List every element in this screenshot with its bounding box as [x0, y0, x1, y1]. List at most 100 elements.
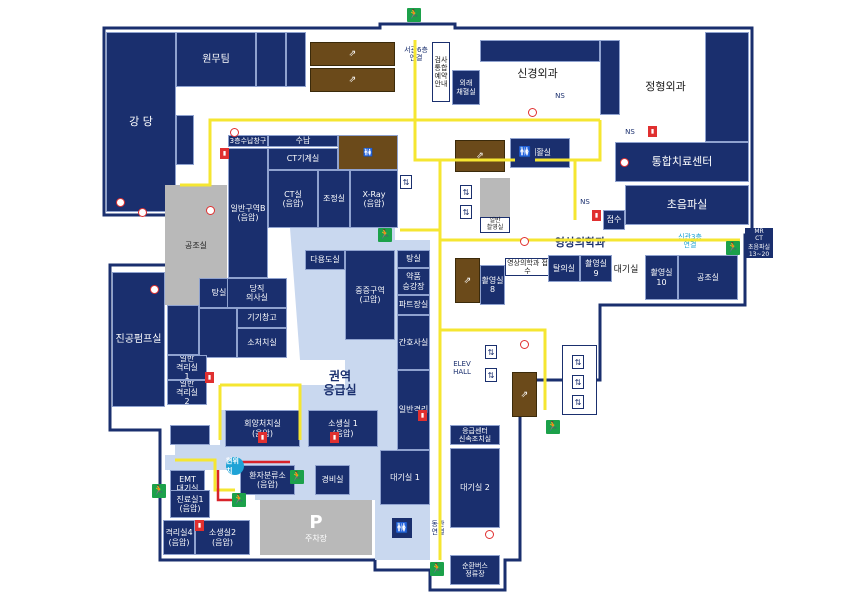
exit-icon: 🏃 [430, 562, 444, 576]
parking-label: 주차장 [304, 533, 328, 543]
exit-arrow-right: MR CT 초음파실 13~20 [745, 228, 773, 258]
fire-alarm-icon [138, 208, 147, 217]
escalator-icon: ⇗ [348, 49, 357, 59]
xray-room-8: 촬영실 8 [480, 265, 505, 305]
lab-counters: 검사 통합 예약 안내 [432, 42, 450, 102]
stairs-right-mid: ⇗ [455, 258, 480, 303]
fire-alarm-icon [116, 198, 125, 207]
exit-icon: 🏃 [407, 8, 421, 22]
fire-alarm-icon [230, 128, 239, 137]
doctor-room: 당직 의사실 [227, 278, 287, 308]
disinfect-room: 소처치실 [237, 328, 287, 358]
elevator-icon: ⇅ [460, 205, 472, 219]
waiting-room-1: 대기실 1 [380, 450, 430, 505]
neurosurgery: 신경외과 [480, 62, 595, 87]
integrated-care-center: 통합치료센터 [615, 142, 749, 182]
emergency-room-label: 권역 응급실 [323, 369, 357, 397]
elevator-hall-label: ELEV HALL [453, 360, 471, 377]
severe-zone: 중증구역 (고압) [345, 250, 395, 340]
restroom-block: 🚻 [338, 135, 398, 170]
fire-alarm-icon [620, 158, 629, 167]
orthopedics: 정형외과 [628, 70, 703, 105]
fire-extinguisher-icon: ▮ [195, 520, 204, 531]
fire-alarm-icon [485, 530, 494, 539]
part-leader-room: 파트장실 [397, 295, 430, 315]
radiology-label: 영상의학과 [554, 236, 606, 249]
fire-alarm-icon [150, 285, 159, 294]
elevator-icon: ⇅ [485, 345, 497, 359]
fire-alarm-icon [206, 206, 215, 215]
exit-icon: 🏃 [546, 420, 560, 434]
lab-2-label: 통합 [434, 63, 448, 72]
ct-room: CT실 (음압) [268, 170, 318, 228]
fire-extinguisher-icon: ▮ [592, 210, 601, 221]
exit-icon: 🏃 [726, 241, 740, 255]
ct-counter: CT기계실 [268, 148, 338, 170]
ns-label-2: NS [555, 92, 565, 100]
neuro-side [600, 40, 620, 115]
isolation-room-1: 일반 격리실 1 [167, 355, 207, 380]
fire-alarm-icon [528, 108, 537, 117]
lecture-hall: 강 당 [106, 32, 176, 212]
ortho-side [705, 32, 749, 142]
waiting-room-right: 대기실 [612, 260, 640, 280]
multi-purpose-room: 다용도실 [305, 250, 345, 270]
fire-extinguisher-icon: ▮ [205, 372, 214, 383]
info-label: 안내 [434, 80, 448, 89]
resus-room-2: 소생실2 (음압) [195, 520, 250, 555]
radiology-consult: 영상의학과 접수 [505, 258, 550, 276]
triage-room: 환자분류소 (음압) [240, 465, 295, 495]
elevator-icon: ⇅ [572, 395, 584, 409]
shuttle-label: 초음파실 13~20 [747, 244, 771, 258]
current-location-badge: 현위치 [226, 457, 244, 475]
resus-room-1: 소생실 1 (음압) [308, 410, 378, 447]
guard-room: 경비실 [315, 465, 350, 495]
ns-label-1: NS [625, 128, 635, 136]
lab-3-label: 예약 [434, 72, 448, 80]
tan-room-2: 탕실 [397, 250, 430, 268]
hvac-room-right: 공조실 [678, 255, 738, 300]
exit-icon: 🏃 [232, 493, 246, 507]
shuttle-bus-stop: 순환버스 정류장 [450, 555, 500, 585]
equipment-room: 기기창고 [237, 308, 287, 328]
er-rapid-room: 응급센터 신속조치실 [450, 425, 500, 445]
exit-icon: 🏃 [378, 228, 392, 242]
stairs-right-top: ⇗ [455, 140, 505, 172]
small-room-a [170, 425, 210, 445]
fire-extinguisher-icon: ▮ [258, 432, 267, 443]
xray-room-9: 촬영실 9 [580, 255, 612, 282]
elevator-icon: ⇅ [460, 185, 472, 199]
lab-label: 검사 [434, 55, 448, 64]
nurse-station: 간호사실 [397, 315, 430, 370]
neuro-upper [480, 40, 600, 62]
admin-team: 원무팀 [176, 32, 256, 87]
medicine-supply: 약품 승강장 [397, 268, 430, 295]
fire-extinguisher-icon: ▮ [330, 432, 339, 443]
admin-office-2 [256, 32, 286, 87]
ultrasound-room: 초음파실 [625, 185, 749, 225]
isolation-room-2: 일반 격리실 2 [167, 380, 207, 405]
mr-ct-label: MR CT [754, 228, 764, 242]
left-room-b [199, 308, 237, 358]
left-room-a [167, 305, 199, 355]
vacuum-pump-room: 진공펌프실 [112, 272, 165, 407]
fire-extinguisher-icon: ▮ [648, 126, 657, 137]
escalator-icon: ⇗ [476, 151, 484, 161]
east-link-label: 동관 연결 [431, 520, 445, 537]
storage-room [176, 115, 194, 165]
xray-room-10: 촬영실 10 [645, 255, 678, 300]
restroom-icon: 🚻 [392, 518, 412, 538]
admin-office-3 [286, 32, 306, 87]
escalator-icon: ⇗ [463, 275, 472, 286]
changing-room: 탈의실 [548, 255, 580, 282]
fire-alarm-icon [520, 237, 529, 246]
west-link-label: 서관6층 연결 [404, 46, 428, 63]
new-wing-link: 신관3층 연결 [678, 233, 702, 250]
restroom-icon: 🚻 [515, 142, 535, 162]
stairs-lower: ⇗ [512, 372, 537, 417]
fire-extinguisher-icon: ▮ [418, 410, 427, 421]
elevator-icon: ⇅ [572, 375, 584, 389]
escalator-icon: ⇗ [348, 75, 357, 85]
restroom-icon: 🚻 [363, 147, 373, 157]
